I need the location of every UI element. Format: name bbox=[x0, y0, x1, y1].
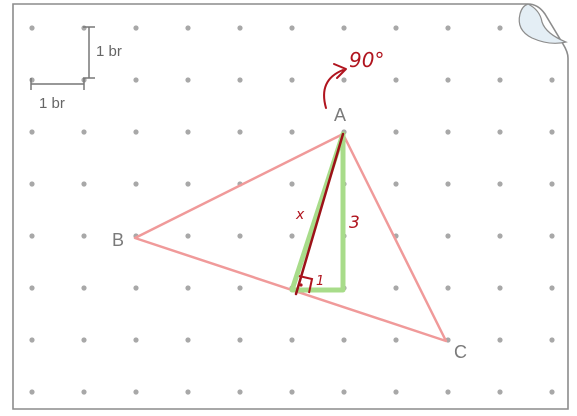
angle-annotation: 90° bbox=[349, 48, 384, 72]
grid-dot bbox=[81, 337, 87, 343]
grid-dot bbox=[393, 77, 399, 83]
grid-dot bbox=[549, 389, 555, 395]
grid-dot bbox=[549, 285, 555, 291]
grid-dot bbox=[289, 337, 295, 343]
grid-dot bbox=[393, 389, 399, 395]
grid-dot bbox=[81, 181, 87, 187]
grid-dot bbox=[237, 129, 243, 135]
scale-label-horizontal: 1 br bbox=[39, 95, 65, 112]
grid-dot bbox=[29, 25, 35, 31]
grid-dot bbox=[497, 389, 503, 395]
grid-dot bbox=[341, 337, 347, 343]
grid-dot bbox=[549, 233, 555, 239]
vertex-label-a: A bbox=[334, 105, 346, 125]
grid-dot bbox=[237, 337, 243, 343]
grid-dot bbox=[81, 25, 87, 31]
grid-dot bbox=[497, 233, 503, 239]
grid-dot bbox=[341, 77, 347, 83]
grid-dot bbox=[29, 181, 35, 187]
grid-dot bbox=[549, 337, 555, 343]
rotation-arrowhead-icon bbox=[333, 63, 347, 79]
grid-dot bbox=[445, 25, 451, 31]
scale-label-vertical: 1 br bbox=[96, 43, 122, 60]
grid-dot bbox=[497, 181, 503, 187]
grid-dot bbox=[81, 285, 87, 291]
grid-dot bbox=[133, 77, 139, 83]
grid-dot bbox=[237, 285, 243, 291]
grid-dot bbox=[133, 285, 139, 291]
dot-grid bbox=[29, 25, 555, 395]
grid-dot bbox=[185, 389, 191, 395]
grid-dot bbox=[393, 25, 399, 31]
right-angle-dot bbox=[299, 283, 303, 287]
grid-dot bbox=[185, 25, 191, 31]
grid-dot bbox=[133, 25, 139, 31]
grid-dot bbox=[289, 233, 295, 239]
grid-dot bbox=[289, 181, 295, 187]
grid-dot bbox=[29, 129, 35, 135]
grid-dot bbox=[185, 181, 191, 187]
grid-dot bbox=[237, 389, 243, 395]
grid-dot bbox=[237, 25, 243, 31]
grid-dot bbox=[81, 389, 87, 395]
hypotenuse-label: x bbox=[295, 207, 305, 223]
grid-dot bbox=[393, 181, 399, 187]
grid-dot bbox=[29, 77, 35, 83]
vertical-leg-label: 3 bbox=[349, 213, 360, 233]
grid-dot bbox=[289, 25, 295, 31]
grid-dot bbox=[445, 129, 451, 135]
grid-dot bbox=[185, 285, 191, 291]
grid-dot bbox=[497, 77, 503, 83]
grid-dot bbox=[133, 181, 139, 187]
grid-dot bbox=[549, 129, 555, 135]
scale-indicator-vertical bbox=[83, 26, 95, 79]
helper-right-triangle bbox=[289, 131, 346, 293]
grid-dot bbox=[497, 285, 503, 291]
grid-dot bbox=[445, 389, 451, 395]
grid-dot bbox=[133, 337, 139, 343]
grid-dot bbox=[81, 129, 87, 135]
grid-dot bbox=[549, 181, 555, 187]
horizontal-leg-label: 1 bbox=[316, 274, 324, 289]
grid-dot bbox=[81, 233, 87, 239]
grid-dot bbox=[549, 77, 555, 83]
vertex-label-b: B bbox=[112, 230, 124, 250]
grid-dot bbox=[133, 389, 139, 395]
paper-curl-icon bbox=[518, 3, 568, 44]
grid-dot bbox=[29, 285, 35, 291]
paper-border bbox=[12, 3, 569, 410]
grid-dot bbox=[393, 337, 399, 343]
grid-dot bbox=[237, 77, 243, 83]
grid-dot bbox=[185, 129, 191, 135]
grid-dot bbox=[393, 129, 399, 135]
grid-dot bbox=[29, 233, 35, 239]
grid-dot bbox=[289, 77, 295, 83]
grid-dot bbox=[445, 77, 451, 83]
scale-indicator-horizontal bbox=[30, 78, 85, 90]
right-angle-mark bbox=[298, 275, 314, 294]
grid-dot bbox=[497, 337, 503, 343]
grid-dot bbox=[445, 233, 451, 239]
grid-dot bbox=[393, 285, 399, 291]
rotation-arrow-icon bbox=[323, 69, 344, 109]
grid-dot bbox=[29, 389, 35, 395]
grid-dot bbox=[185, 77, 191, 83]
grid-dot bbox=[445, 285, 451, 291]
grid-dot bbox=[237, 233, 243, 239]
grid-dot bbox=[341, 389, 347, 395]
vertex-label-c: C bbox=[454, 342, 467, 362]
grid-dot bbox=[29, 337, 35, 343]
grid-dot bbox=[185, 337, 191, 343]
grid-dot bbox=[185, 233, 191, 239]
grid-dot bbox=[289, 389, 295, 395]
grid-dot bbox=[445, 181, 451, 187]
grid-dot bbox=[289, 129, 295, 135]
grid-dot bbox=[497, 25, 503, 31]
hypotenuse-line bbox=[294, 132, 345, 296]
grid-dot bbox=[497, 129, 503, 135]
grid-dot bbox=[341, 25, 347, 31]
grid-dot bbox=[133, 129, 139, 135]
